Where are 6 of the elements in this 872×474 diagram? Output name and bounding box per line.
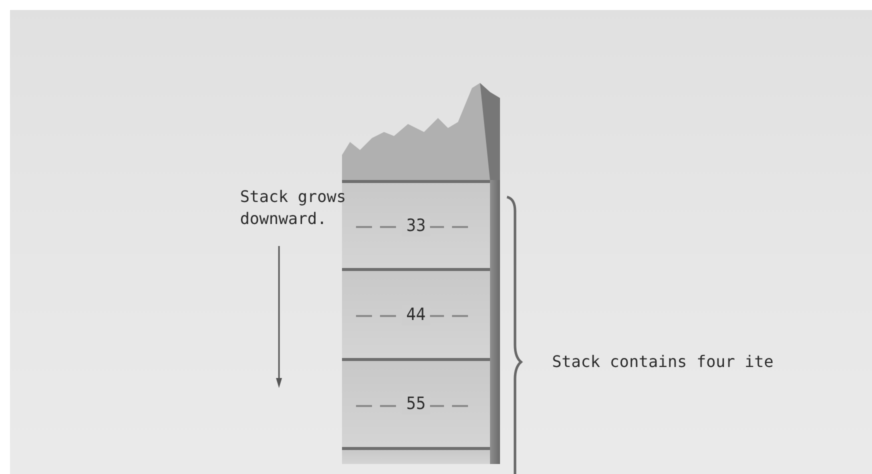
stack-cell (342, 268, 490, 358)
stack-size-note: Stack contains four ite (552, 351, 775, 373)
direction-note: Stack grows downward. (240, 186, 347, 230)
stack-cell (342, 447, 490, 464)
torn-stack-top (342, 80, 500, 180)
stack-cell (342, 358, 490, 447)
